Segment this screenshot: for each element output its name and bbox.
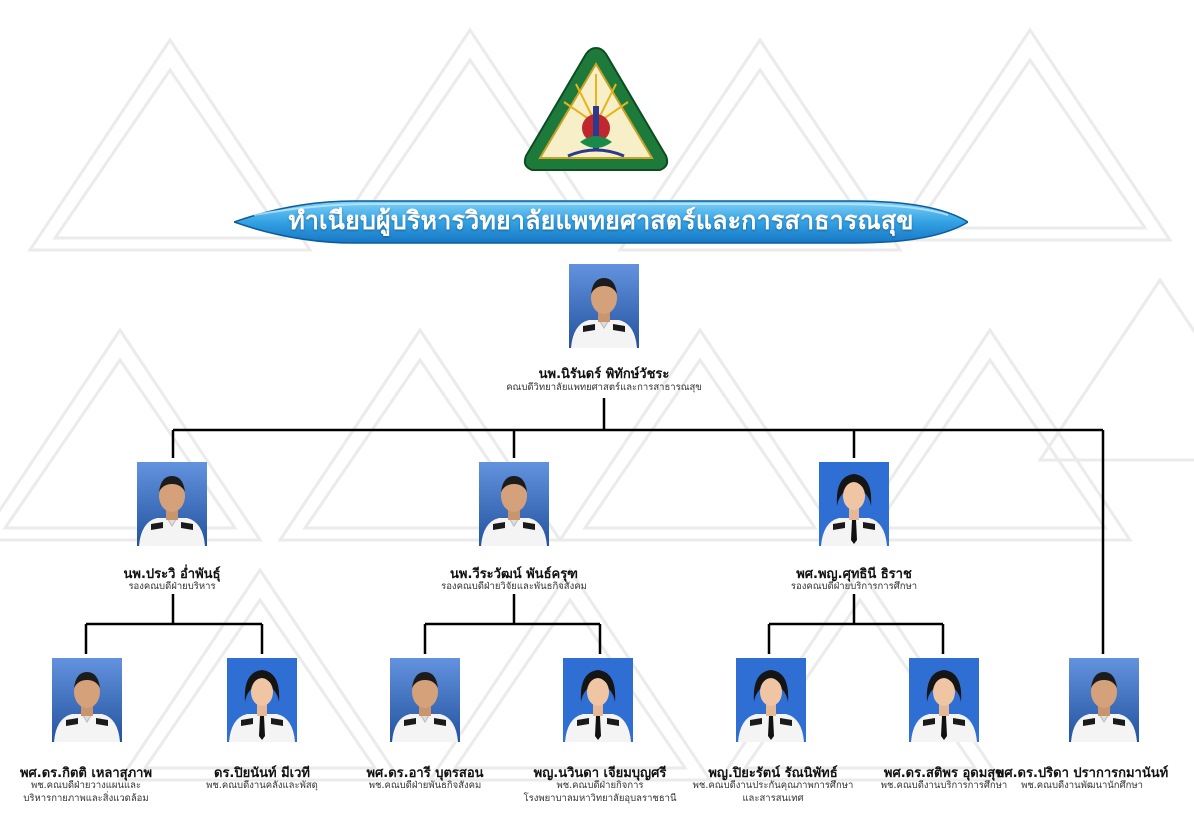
asst-social-name: พศ.ดร.อารี บุตรสอน bbox=[366, 766, 484, 781]
dean-role: คณบดีวิทยาลัยแพทยศาสตร์และการสาธารณสุข bbox=[506, 382, 702, 393]
portrait-asst-dev bbox=[1069, 658, 1139, 742]
portrait-asst-affairs bbox=[563, 658, 633, 742]
asst-finance-role: พช.คณบดีงานคลังและพัสดุ bbox=[206, 780, 318, 791]
portrait-asst-finance bbox=[227, 658, 297, 742]
asst-affairs-role-2: โรงพยาบาลมหาวิทยาลัยอุบลราชธานี bbox=[523, 793, 677, 804]
asst-finance-name: ดร.ปิยนันท์ มีเวที bbox=[214, 766, 310, 781]
vice-academic-name: พศ.พญ.ศุทธินี ธิราช bbox=[796, 567, 912, 582]
asst-plan-name: พศ.ดร.กิตติ เหลาสุภาพ bbox=[19, 766, 153, 781]
asst-affairs-role-1: พช.คณบดีฝ่ายกิจการ bbox=[556, 780, 644, 791]
asst-plan-role-1: พช.คณบดีฝ่ายวางแผนและ bbox=[30, 780, 142, 791]
portrait-vice-research bbox=[479, 462, 549, 546]
portrait-asst-plan bbox=[52, 658, 122, 742]
asst-edu-name: พศ.ดร.สติพร อุดมสุข bbox=[883, 766, 1005, 781]
portrait-asst-quality bbox=[736, 658, 806, 742]
asst-plan-role-2: บริหารกายภาพและสิ่งแวดล้อม bbox=[23, 793, 149, 804]
college-logo bbox=[523, 46, 669, 171]
vice-admin-role: รองคณบดีฝ่ายบริหาร bbox=[128, 581, 216, 592]
title-banner bbox=[234, 200, 968, 244]
vice-academic-role: รองคณบดีฝ่ายบริการการศึกษา bbox=[790, 581, 918, 592]
asst-dev-name: พศ.ดร.ปริดา ปราการกมานันท์ bbox=[995, 766, 1169, 781]
portrait-vice-admin bbox=[137, 462, 207, 546]
asst-dev-role: พช.คณบดีงานพัฒนานักศึกษา bbox=[1021, 780, 1143, 791]
dean-name: นพ.นิรันดร์ พิทักษ์วัชระ bbox=[538, 367, 670, 382]
portrait-dean bbox=[569, 264, 639, 348]
vice-research-name: นพ.วีระวัฒน์ พันธ์ครุฑ bbox=[450, 567, 578, 582]
asst-social-role: พช.คณบดีฝ่ายพันธกิจสังคม bbox=[368, 780, 482, 791]
portrait-asst-social bbox=[390, 658, 460, 742]
asst-quality-role-1: พช.คณบดีงานประกันคุณภาพการศึกษา bbox=[692, 780, 854, 791]
asst-affairs-name: พญ.นวินดา เจียมบุญศรี bbox=[533, 766, 667, 781]
asst-quality-role-2: และสารสนเทศ bbox=[742, 793, 804, 804]
portrait-asst-edu bbox=[909, 658, 979, 742]
asst-quality-name: พญ.ปิยะรัตน์ รัณนิพัทธ์ bbox=[708, 766, 838, 781]
portrait-vice-academic bbox=[819, 462, 889, 546]
vice-admin-name: นพ.ประวิ อ่ำพันธุ์ bbox=[123, 567, 221, 582]
vice-research-role: รองคณบดีฝ่ายวิจัยและพันธกิจสังคม bbox=[441, 581, 587, 592]
asst-edu-role: พช.คณบดีงานบริการการศึกษา bbox=[880, 780, 1008, 791]
page-title: ทำเนียบผู้บริหารวิทยาลัยแพทยศาสตร์และการ… bbox=[288, 206, 914, 235]
